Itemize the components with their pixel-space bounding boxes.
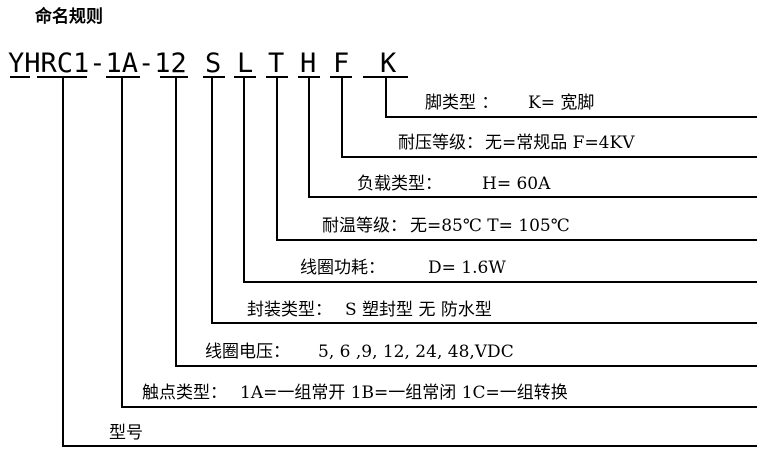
connector-coil-voltage bbox=[175, 78, 757, 367]
label-coil-voltage: 线圈电压： bbox=[205, 342, 290, 362]
connector-model bbox=[62, 78, 757, 447]
value-coil-voltage: 5, 6 ,9, 12, 24, 48,VDC bbox=[318, 342, 514, 362]
label-pin-type: 脚类型 ： bbox=[425, 93, 498, 113]
value-contact-type: 1A=一组常开 1B=一组常闭 1C=一组转换 bbox=[240, 383, 568, 403]
value-coil-power: D= 1.6W bbox=[428, 258, 506, 278]
connector-voltage-grade bbox=[341, 78, 757, 158]
connector-temp bbox=[276, 78, 757, 241]
label-contact-type: 触点类型： bbox=[142, 383, 227, 403]
connector-sealing bbox=[211, 78, 757, 324]
connector-contact-type bbox=[121, 78, 757, 408]
value-voltage-grade: 无=常规品 F=4KV bbox=[485, 133, 635, 153]
code-voltage-grade: F bbox=[333, 48, 349, 79]
connector-load bbox=[308, 78, 757, 198]
connector-pin-type bbox=[385, 78, 757, 118]
code-temp: T bbox=[268, 48, 284, 79]
code-sealing: S bbox=[205, 48, 221, 79]
diagram-title: 命名规则 bbox=[34, 6, 103, 27]
code-coil-power: L bbox=[237, 48, 253, 79]
label-model: 型号 bbox=[109, 423, 143, 443]
value-load-type: H= 60A bbox=[482, 174, 551, 194]
value-sealing-type: S 塑封型 无 防水型 bbox=[345, 300, 492, 320]
label-coil-power: 线圈功耗： bbox=[300, 258, 385, 278]
label-sealing-type: 封装类型： bbox=[247, 300, 332, 320]
code-pin-type: K bbox=[380, 48, 397, 79]
code-load: H bbox=[300, 48, 316, 79]
code-base: YHRC1-1A-12 bbox=[8, 48, 187, 79]
connector-coil-power bbox=[243, 78, 757, 283]
label-temp-grade: 耐温等级： bbox=[322, 216, 407, 236]
value-temp-grade: 无=85℃ T= 105℃ bbox=[410, 216, 570, 236]
label-load-type: 负载类型： bbox=[357, 174, 442, 194]
value-pin-type: K= 宽脚 bbox=[528, 93, 594, 113]
label-voltage-grade: 耐压等级： bbox=[398, 133, 483, 153]
